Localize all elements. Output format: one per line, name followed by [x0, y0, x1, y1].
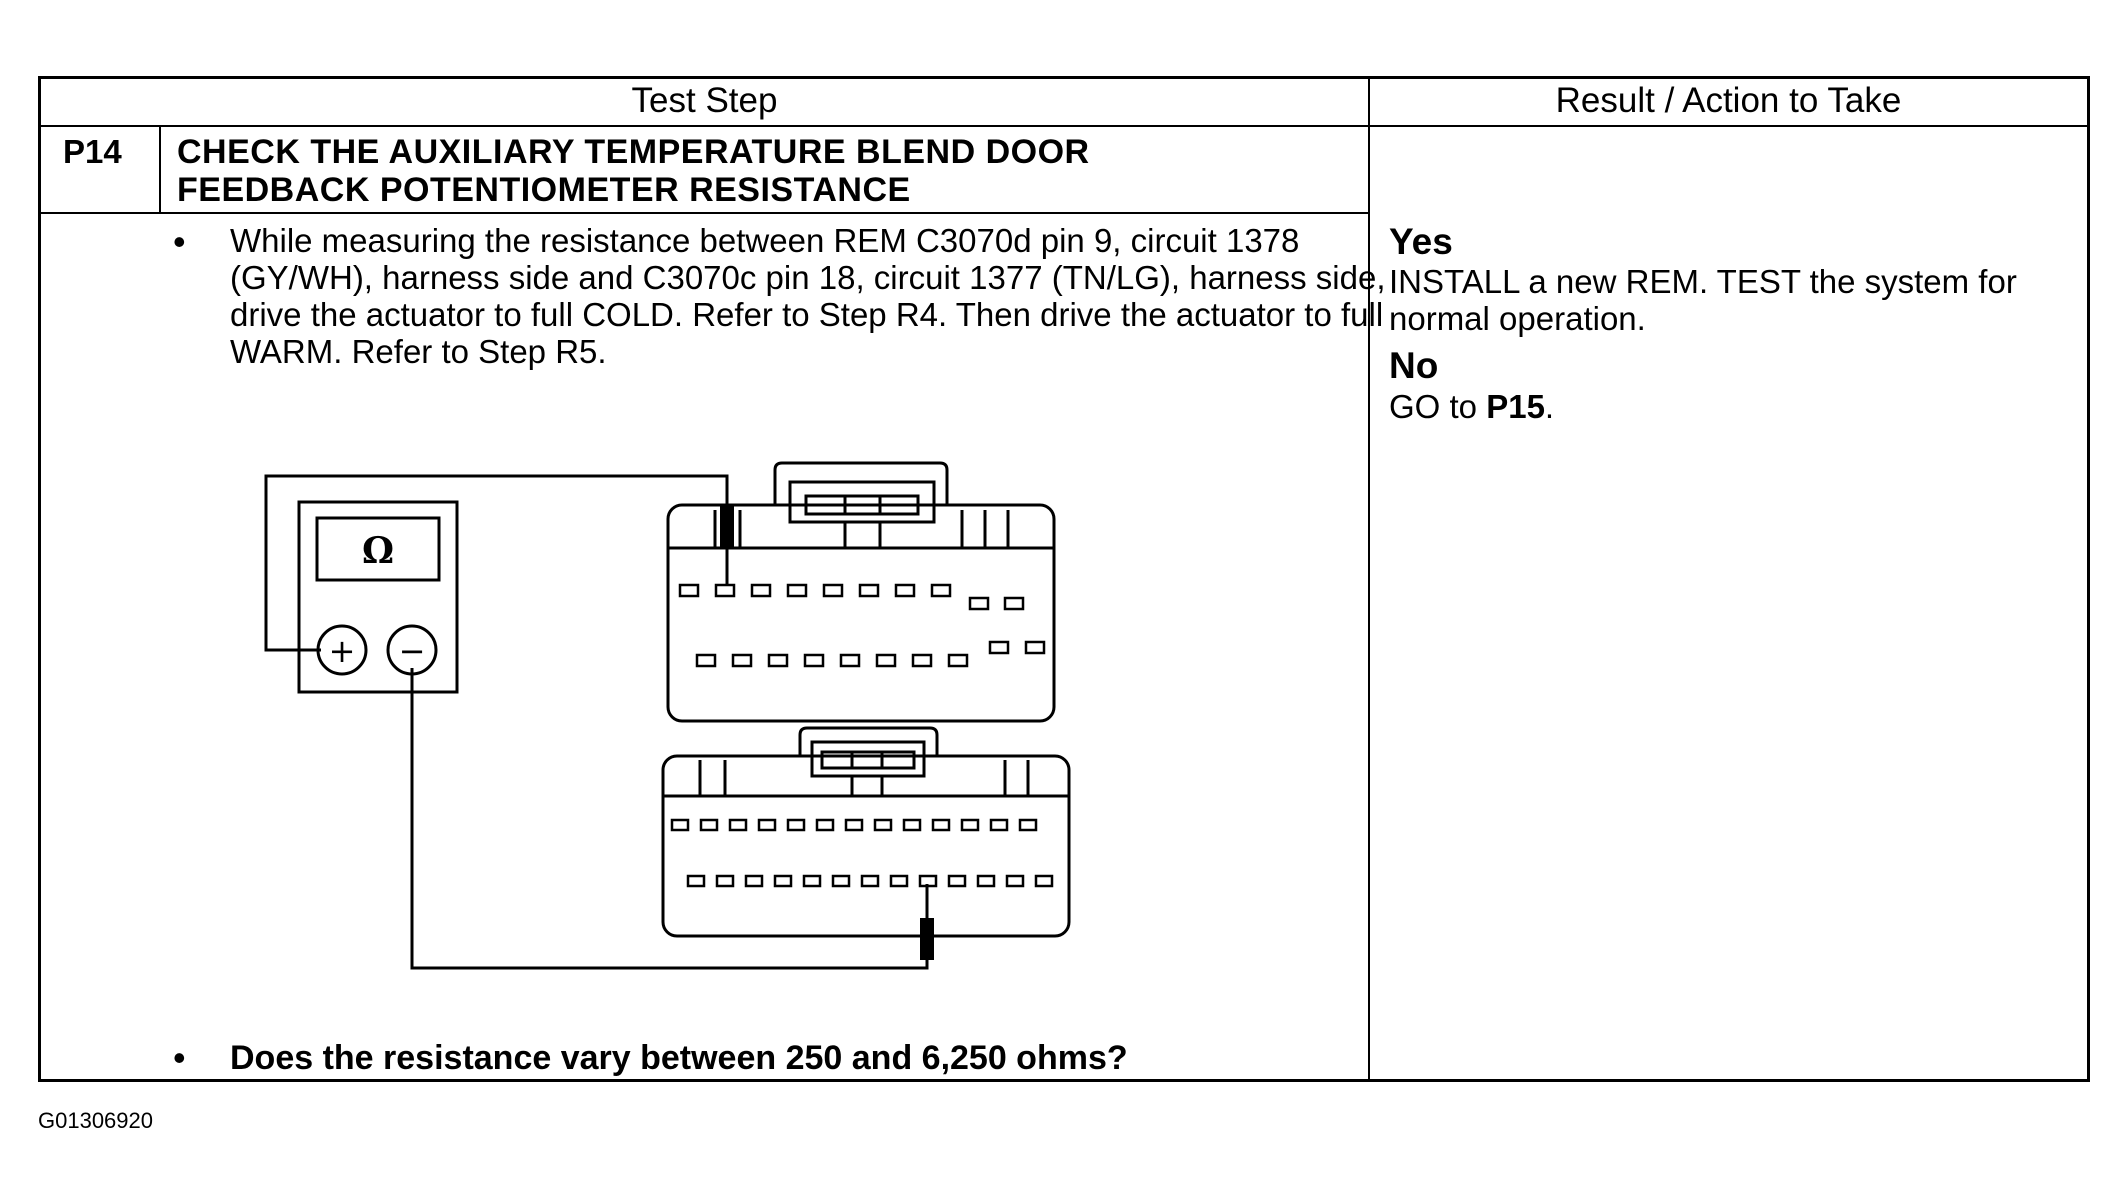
meter-plus-symbol: +	[329, 632, 356, 670]
step-title: CHECK THE AUXILIARY TEMPERATURE BLEND DO…	[177, 133, 1090, 209]
code-cell-divider	[159, 126, 161, 213]
result-no-suffix: .	[1544, 388, 1555, 425]
meter-display	[315, 516, 441, 582]
test-step-table: Test Step Result / Action to Take P14 CH…	[38, 76, 2090, 1082]
result-yes-label: Yes	[1389, 221, 1453, 262]
column-divider	[1368, 79, 1370, 1079]
result-no-prefix: GO to	[1389, 388, 1487, 425]
result-no-step: P15	[1486, 388, 1545, 425]
figure-id: G01306920	[38, 1108, 153, 1133]
meter-ohm-symbol: Ω	[362, 530, 394, 572]
header-result-action: Result / Action to Take	[1555, 81, 1902, 120]
probe-icon	[720, 505, 734, 586]
connector-icon	[666, 461, 1056, 723]
header-divider	[41, 125, 2087, 127]
step-title-line-2: FEEDBACK POTENTIOMETER RESISTANCE	[177, 171, 911, 209]
meter-plus-terminal	[316, 624, 368, 676]
meter-minus-symbol: −	[399, 632, 426, 670]
result-no-text: GO to P15.	[1389, 388, 1554, 425]
probe-icon	[920, 884, 934, 960]
step-code: P14	[63, 133, 122, 170]
positive-lead-wire	[264, 474, 729, 652]
question-text: Does the resistance vary between 250 and…	[230, 1039, 1128, 1077]
connector-icon	[661, 726, 1071, 938]
result-no-label: No	[1389, 345, 1439, 386]
instruction-bullet: •	[173, 221, 186, 262]
meter-minus-terminal	[386, 624, 438, 676]
question-bullet: •	[173, 1037, 186, 1078]
title-row-divider	[41, 212, 1369, 214]
header-test-step: Test Step	[631, 81, 778, 120]
result-yes-text: INSTALL a new REM. TEST the system for n…	[1389, 263, 2017, 337]
ohmmeter-icon	[297, 500, 459, 694]
step-title-line-1: CHECK THE AUXILIARY TEMPERATURE BLEND DO…	[177, 133, 1090, 171]
instruction-text: While measuring the resistance between R…	[230, 222, 1386, 370]
